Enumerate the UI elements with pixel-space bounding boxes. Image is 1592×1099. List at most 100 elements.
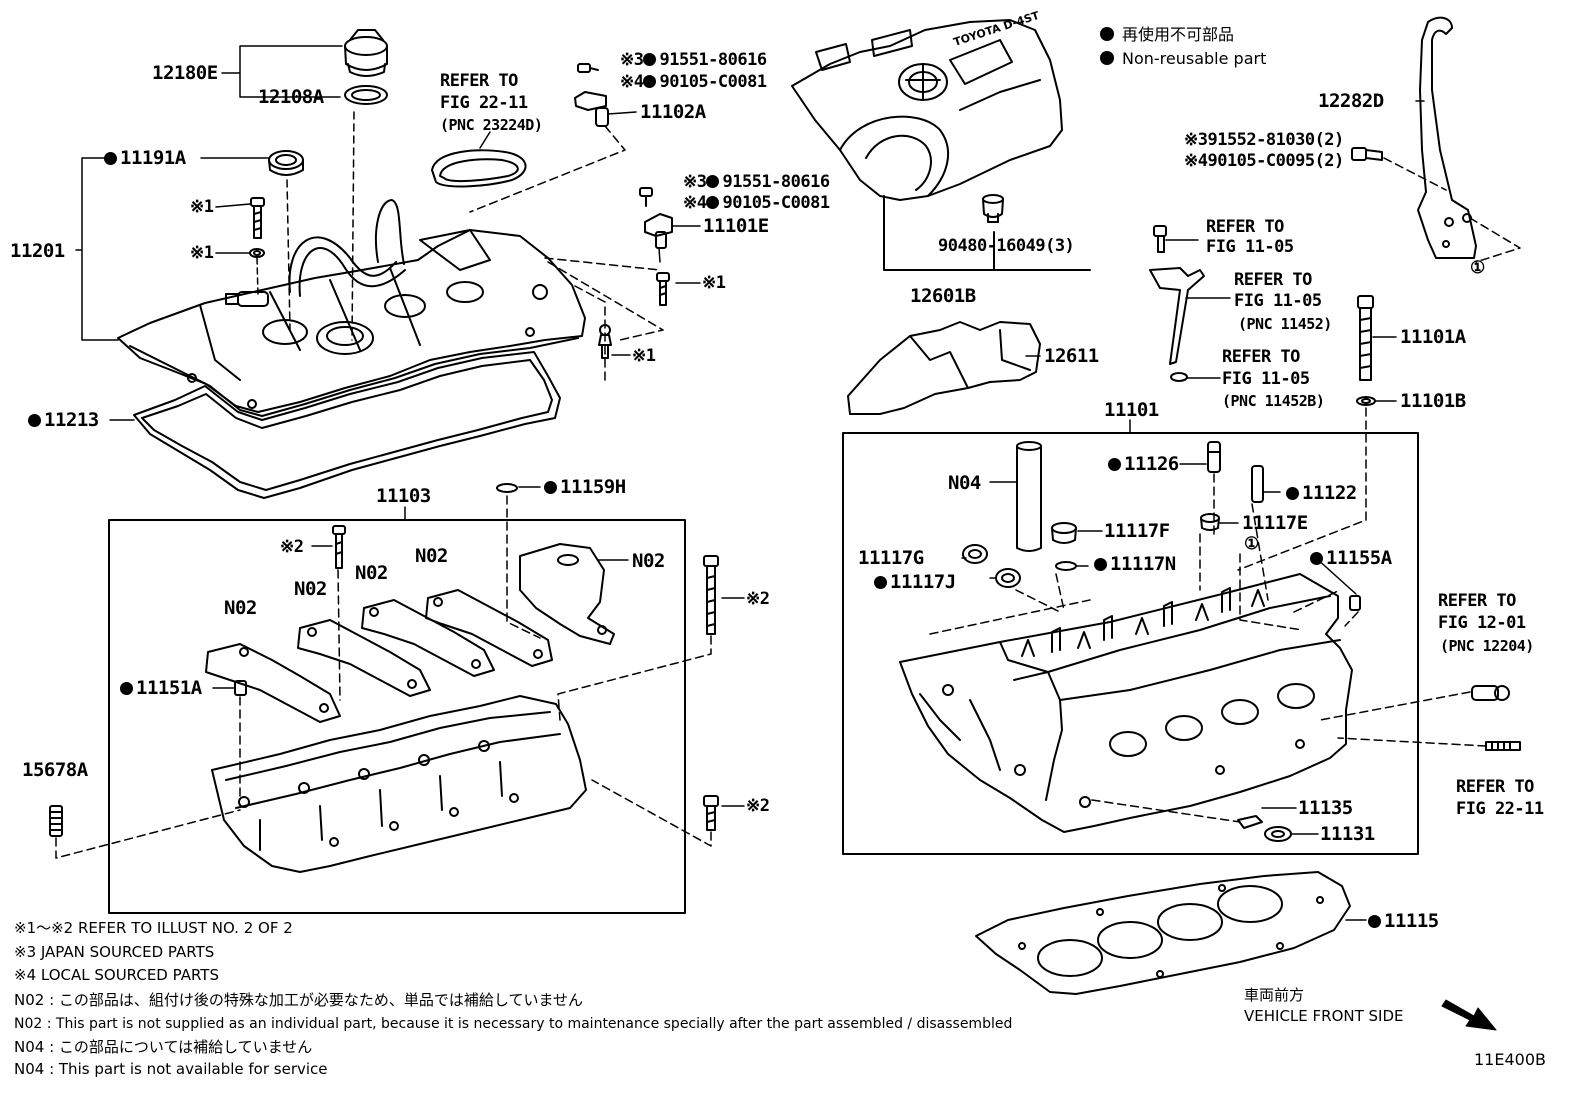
label-11122[interactable]: 11122 bbox=[1286, 482, 1357, 504]
ref-fig-11-05-a2[interactable]: FIG 11-05 bbox=[1206, 237, 1294, 257]
camshaft-housing bbox=[211, 695, 587, 873]
o-ring-11159H bbox=[496, 483, 518, 493]
mark2-label-b: ※2 bbox=[746, 589, 770, 609]
label-11191A[interactable]: 11191A bbox=[104, 147, 186, 169]
ref-fig-11-05-c1[interactable]: REFER TO bbox=[1222, 347, 1300, 367]
circle-1-label-a: ① bbox=[1470, 258, 1485, 278]
label-11101A[interactable]: 11101A bbox=[1400, 326, 1466, 348]
camshaft-bearing-cap-5 bbox=[519, 543, 615, 645]
ref-fig-22-11b-line2[interactable]: FIG 22-11 bbox=[1456, 799, 1544, 819]
note-n04-ja: N04 : この部品については補給していません bbox=[14, 1038, 313, 1056]
label-15678A[interactable]: 15678A bbox=[22, 759, 88, 781]
label-11126[interactable]: 11126 bbox=[1108, 453, 1179, 475]
label-11213[interactable]: 11213 bbox=[28, 409, 99, 431]
ref-fig-11-05-b2[interactable]: FIG 11-05 bbox=[1234, 291, 1322, 311]
part-number-text: 90105-C0081 bbox=[643, 72, 767, 92]
legend-en-text: Non-reusable part bbox=[1122, 49, 1267, 68]
label-90480-16049[interactable]: 90480-16049(3) bbox=[938, 236, 1075, 256]
label-11117G[interactable]: 11117G bbox=[858, 547, 924, 569]
label-N02-a[interactable]: N02 bbox=[224, 597, 257, 619]
label-11135[interactable]: 11135 bbox=[1298, 797, 1353, 819]
engine-cover-logo: TOYOTA D-4ST bbox=[952, 9, 1041, 49]
label-11151A[interactable]: 11151A bbox=[120, 677, 202, 699]
bracket-bolt bbox=[1351, 147, 1383, 161]
camshaft-bearing-cap-3 bbox=[361, 599, 495, 677]
gasket-11135 bbox=[1237, 815, 1263, 829]
oil-control-valve-ref bbox=[1471, 685, 1510, 701]
gasket-11117N bbox=[1055, 561, 1077, 571]
ref-fig-12-01-line3[interactable]: (PNC 12204) bbox=[1440, 637, 1534, 655]
ref-fig-11-05-c2[interactable]: FIG 11-05 bbox=[1222, 369, 1310, 389]
plug-11117E bbox=[1200, 513, 1220, 531]
ref-fig-11-05-a1[interactable]: REFER TO bbox=[1206, 217, 1284, 237]
note-n02-en: N02 : This part is not supplied as an in… bbox=[14, 1016, 1013, 1032]
ref-fig-22-11b-line1[interactable]: REFER TO bbox=[1456, 777, 1534, 797]
frame-11103 bbox=[108, 519, 686, 914]
camshaft-bearing-cap-1 bbox=[205, 643, 341, 723]
label-N02-d[interactable]: N02 bbox=[415, 545, 448, 567]
mark4-text: ※4 bbox=[620, 72, 644, 92]
ref-fig-22-11-line2[interactable]: FIG 22-11 bbox=[440, 93, 528, 113]
label-N02-b[interactable]: N02 bbox=[294, 578, 327, 600]
label-12282D[interactable]: 12282D bbox=[1318, 90, 1384, 112]
camshaft-bearing-cap-2 bbox=[297, 619, 431, 697]
plug-11117G bbox=[962, 544, 988, 564]
dipstick-guide bbox=[1149, 225, 1205, 382]
engine-cover-insulator bbox=[847, 321, 1041, 415]
head-cover-gasket bbox=[133, 351, 561, 499]
label-11117J[interactable]: 11117J bbox=[874, 571, 956, 593]
ref-fig-11-05-c3[interactable]: (PNC 11452B) bbox=[1222, 392, 1325, 410]
bolt-mark2-long bbox=[703, 555, 719, 635]
label-11131[interactable]: 11131 bbox=[1320, 823, 1375, 845]
label-11117N[interactable]: 11117N bbox=[1094, 553, 1176, 575]
label-N04[interactable]: N04 bbox=[948, 472, 981, 494]
ref-fig-12-01-line1[interactable]: REFER TO bbox=[1438, 591, 1516, 611]
oil-filler-cap bbox=[344, 29, 388, 105]
non-reusable-bullet-icon bbox=[1100, 51, 1114, 65]
label-11155A[interactable]: 11155A bbox=[1310, 547, 1392, 569]
plug-11117F bbox=[1051, 522, 1077, 544]
label-91552-81030[interactable]: ※391552-81030(2) bbox=[1184, 130, 1344, 150]
part-number-text: 91551-80616 bbox=[706, 172, 830, 192]
label-11101[interactable]: 11101 bbox=[1104, 399, 1159, 421]
label-11102A[interactable]: 11102A bbox=[640, 101, 706, 123]
ref-fig-22-11-line1[interactable]: REFER TO bbox=[440, 71, 518, 91]
label-12601B[interactable]: 12601B bbox=[910, 285, 976, 307]
mark4-text: ※4 bbox=[683, 193, 707, 213]
stud-15678A bbox=[49, 805, 63, 837]
label-11101E[interactable]: 11101E bbox=[703, 215, 769, 237]
pin-11122 bbox=[1251, 465, 1264, 503]
label-N02-c[interactable]: N02 bbox=[355, 562, 388, 584]
label-11103[interactable]: 11103 bbox=[376, 485, 431, 507]
bolt-mark2-a bbox=[332, 525, 346, 569]
mark2-label-c: ※2 bbox=[746, 796, 770, 816]
leader-lines bbox=[75, 45, 1425, 921]
label-N02-e[interactable]: N02 bbox=[632, 550, 665, 572]
seal-11131 bbox=[1264, 826, 1292, 842]
note-mark3: ※3 JAPAN SOURCED PARTS bbox=[14, 943, 215, 961]
label-11101B[interactable]: 11101B bbox=[1400, 390, 1466, 412]
label-12611[interactable]: 12611 bbox=[1044, 345, 1099, 367]
ref-fig-11-05-b1[interactable]: REFER TO bbox=[1234, 270, 1312, 290]
mark1-label-d: ※1 bbox=[632, 346, 656, 366]
label-12108A[interactable]: 12108A bbox=[258, 86, 324, 108]
label-90105-C0095[interactable]: ※490105-C0095(2) bbox=[1184, 151, 1344, 171]
label-11159H[interactable]: 11159H bbox=[544, 476, 626, 498]
label-11117E[interactable]: 11117E bbox=[1242, 512, 1308, 534]
ref-fig-12-01-line2[interactable]: FIG 12-01 bbox=[1438, 613, 1526, 633]
label-11117F[interactable]: 11117F bbox=[1104, 520, 1170, 542]
label-11201[interactable]: 11201 bbox=[10, 240, 65, 262]
non-reusable-bullet-icon bbox=[1100, 27, 1114, 41]
mark2-label-a: ※2 bbox=[280, 537, 304, 557]
ref-fig-22-11-line3[interactable]: (PNC 23224D) bbox=[440, 116, 543, 134]
mark3-text: ※3 bbox=[620, 50, 644, 70]
ref-fig-11-05-b3[interactable]: (PNC 11452) bbox=[1238, 315, 1332, 333]
label-11115[interactable]: 11115 bbox=[1368, 910, 1439, 932]
label-12180E[interactable]: 12180E bbox=[152, 62, 218, 84]
